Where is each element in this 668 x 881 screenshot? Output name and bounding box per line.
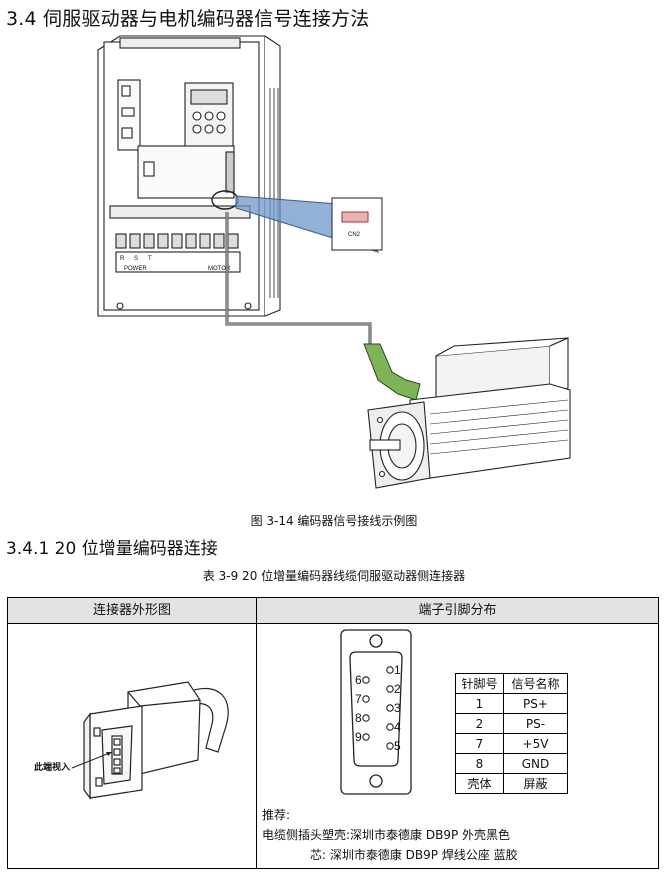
encoder-wiring-figure: R S T POWER MOTOR CN2 (97, 35, 571, 489)
figure-caption: 图 3-14 编码器信号接线示例图 (250, 514, 418, 528)
terminal-label-motor: MOTOR (208, 266, 231, 272)
recommendation-line-1: 电缆侧插头塑壳:深圳市泰德康 DB9P 外壳黑色 (262, 828, 511, 842)
table-row: 2 PS- (455, 713, 568, 734)
pin-label-3: 3 (394, 701, 401, 715)
pin-label-2: 2 (394, 682, 401, 696)
pin-label-7: 7 (355, 692, 362, 706)
pin-label-6: 6 (355, 673, 362, 687)
pin-label-1: 1 (394, 663, 401, 677)
connector-drawing (71, 681, 229, 800)
table-row: 壳体 屏蔽 (455, 773, 568, 794)
pin-label-9: 9 (355, 730, 362, 744)
signal-name: 屏蔽 (503, 773, 568, 794)
table-row: 7 +5V (455, 733, 568, 754)
column-divider (256, 598, 257, 868)
table-row: 1 PS+ (455, 693, 568, 714)
recommendation-line-2: 芯: 深圳市泰德康 DB9P 焊线公座 蓝胶 (310, 848, 518, 862)
pin-header-signal: 信号名称 (503, 673, 568, 694)
pin-number: 壳体 (455, 773, 504, 794)
pin-label-4: 4 (394, 720, 401, 734)
subsection-title: 3.4.1 20 位增量编码器连接 (6, 539, 218, 559)
terminal-label-r: R (120, 256, 125, 262)
pin-header-number: 针脚号 (455, 673, 504, 694)
section-title: 3.4 伺服驱动器与电机编码器信号连接方法 (6, 8, 370, 30)
view-direction-label: 此端视入 (34, 763, 71, 773)
pin-label-8: 8 (355, 711, 362, 725)
pin-label-5: 5 (394, 739, 401, 753)
signal-name: GND (503, 753, 568, 774)
column-header-connector-shape: 连接器外形图 (92, 603, 171, 618)
db9-connector-drawing: 1 2 3 4 5 6 7 8 9 (340, 629, 412, 795)
pin-number: 2 (455, 713, 504, 734)
terminal-label-s: S (134, 256, 138, 262)
table-caption: 表 3-9 20 位增量编码器线缆伺服驱动器侧连接器 (202, 569, 466, 583)
pin-table-header: 针脚号 信号名称 (455, 673, 568, 694)
connector-table: 连接器外形图 端子引脚分布 (7, 597, 659, 869)
pin-number: 8 (455, 753, 504, 774)
connector-table-header: 连接器外形图 端子引脚分布 (8, 598, 658, 624)
signal-name: PS- (503, 713, 568, 734)
zoom-label-cn2: CN2 (348, 232, 361, 238)
signal-name: +5V (503, 733, 568, 754)
pin-number: 1 (455, 693, 504, 714)
terminal-label-power: POWER (124, 266, 147, 272)
signal-name: PS+ (503, 693, 568, 714)
pin-assignment-table: 针脚号 信号名称 1 PS+ 2 PS- 7 +5V 8 GND 壳体 屏蔽 (455, 673, 568, 794)
column-header-pin-layout: 端子引脚分布 (418, 603, 497, 618)
terminal-label-t: T (148, 256, 152, 262)
pin-number: 7 (455, 733, 504, 754)
recommendation-title: 推荐: (262, 808, 291, 822)
table-row: 8 GND (455, 753, 568, 774)
